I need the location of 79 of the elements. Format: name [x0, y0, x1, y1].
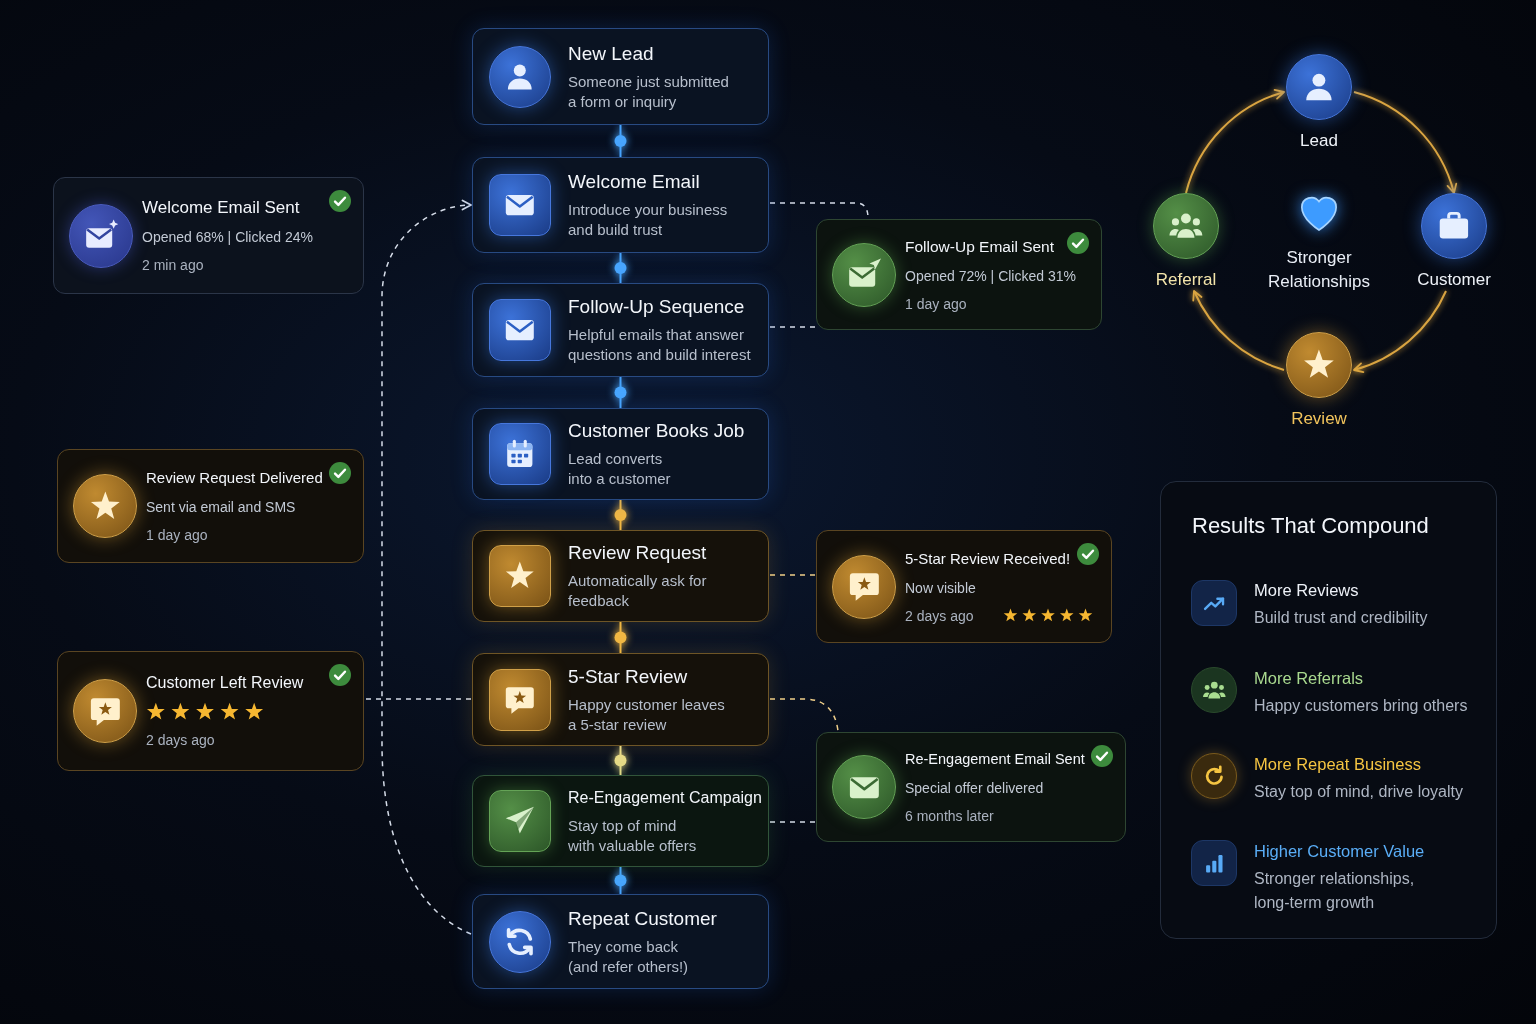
- step-title: 5-Star Review: [568, 664, 689, 689]
- step-description: Lead converts into a customer: [568, 449, 672, 489]
- event-title: Re-Engagement Email Sent: [905, 750, 1086, 769]
- event-title: Customer Left Review: [146, 673, 305, 693]
- step-card: [472, 775, 769, 867]
- curved-arrow: [1353, 290, 1447, 373]
- step-title: New Lead: [568, 41, 655, 66]
- curved-arrow: [1192, 290, 1285, 371]
- step-title: Welcome Email: [568, 170, 701, 194]
- activity-card: [816, 530, 1112, 643]
- center-caption: Stronger Relationships: [1266, 247, 1372, 293]
- step-card: [472, 157, 769, 253]
- dashed-connector: [769, 821, 817, 823]
- connector-line: [619, 621, 622, 654]
- stage-label: Review: [1291, 408, 1347, 430]
- panel-title: Results That Compound: [1192, 512, 1430, 540]
- results-panel: [1160, 481, 1497, 939]
- step-description: They come back (and refer others!): [568, 936, 690, 977]
- step-card: [472, 408, 769, 500]
- result-heading: Higher Customer Value: [1254, 841, 1426, 862]
- step-description: Stay top of mind with valuable offers: [568, 816, 698, 856]
- connector-line: [619, 252, 622, 284]
- step-card: [472, 894, 769, 989]
- timestamp: 1 day ago: [146, 526, 209, 545]
- dashed-arrow: [381, 200, 472, 935]
- step-description: Automatically ask for feedback: [568, 571, 708, 611]
- step-card: [472, 653, 769, 746]
- connector-line: [619, 376, 622, 409]
- result-heading: More Repeat Business: [1254, 754, 1422, 775]
- event-detail: Special offer delivered: [905, 779, 1045, 798]
- event-detail: Sent via email and SMS: [146, 498, 297, 517]
- event-detail: Opened 68% | Clicked 24%: [142, 227, 314, 247]
- stage-label: Customer: [1417, 269, 1491, 291]
- stage-label: Lead: [1300, 130, 1338, 152]
- activity-card: [57, 651, 364, 771]
- step-description: Happy customer leaves a 5-star review: [568, 694, 726, 735]
- step-description: Helpful emails that answer questions and build interest: [568, 325, 752, 365]
- step-card: [472, 530, 769, 622]
- event-title: Welcome Email Sent: [142, 196, 301, 219]
- event-title: 5-Star Review Received!: [905, 548, 1072, 569]
- stage-label: Referral: [1155, 269, 1217, 291]
- step-description: Someone just submitted a form or inquiry: [568, 71, 730, 112]
- result-description: Stay top of mind, drive loyalty: [1254, 782, 1464, 802]
- curved-arrow: [1353, 91, 1457, 194]
- event-detail: Opened 72% | Clicked 31%: [905, 266, 1077, 286]
- dashed-connector: [769, 326, 817, 328]
- result-description: Stronger relationships, long-term growth: [1254, 869, 1416, 913]
- connector-line: [619, 124, 622, 158]
- timestamp: 2 days ago: [905, 606, 974, 626]
- step-card: [472, 283, 769, 377]
- timestamp: 2 days ago: [146, 731, 216, 750]
- timestamp: 2 min ago: [142, 255, 205, 275]
- step-card: [472, 28, 769, 125]
- result-description: Happy customers bring others: [1254, 696, 1469, 716]
- activity-card: [57, 449, 364, 563]
- activity-card: [53, 177, 364, 294]
- dashed-connector: [769, 574, 817, 576]
- connector-line: [619, 499, 622, 531]
- step-title: Follow-Up Sequence: [568, 295, 746, 319]
- step-title: Re-Engagement Campaign: [568, 788, 762, 808]
- connector-line: [619, 866, 622, 895]
- step-title: Review Request: [568, 541, 708, 565]
- timestamp: 6 months later: [905, 807, 995, 826]
- result-description: Build trust and credibility: [1254, 608, 1429, 628]
- step-title: Customer Books Job: [568, 419, 746, 443]
- activity-card: [816, 219, 1102, 330]
- timestamp: 1 day ago: [905, 294, 968, 314]
- result-heading: More Referrals: [1254, 668, 1365, 689]
- event-title: Follow-Up Email Sent: [905, 236, 1056, 257]
- step-description: Introduce your business and build trust: [568, 200, 729, 240]
- step-title: Repeat Customer: [568, 906, 718, 931]
- activity-card: [816, 732, 1126, 842]
- connector-line: [619, 745, 622, 776]
- dashed-connector: [363, 698, 472, 700]
- event-title: Review Request Delivered: [146, 468, 324, 488]
- event-detail: Now visible: [905, 578, 977, 598]
- dashed-connector: [769, 698, 839, 732]
- curved-arrow: [1185, 89, 1285, 194]
- result-heading: More Reviews: [1254, 580, 1360, 601]
